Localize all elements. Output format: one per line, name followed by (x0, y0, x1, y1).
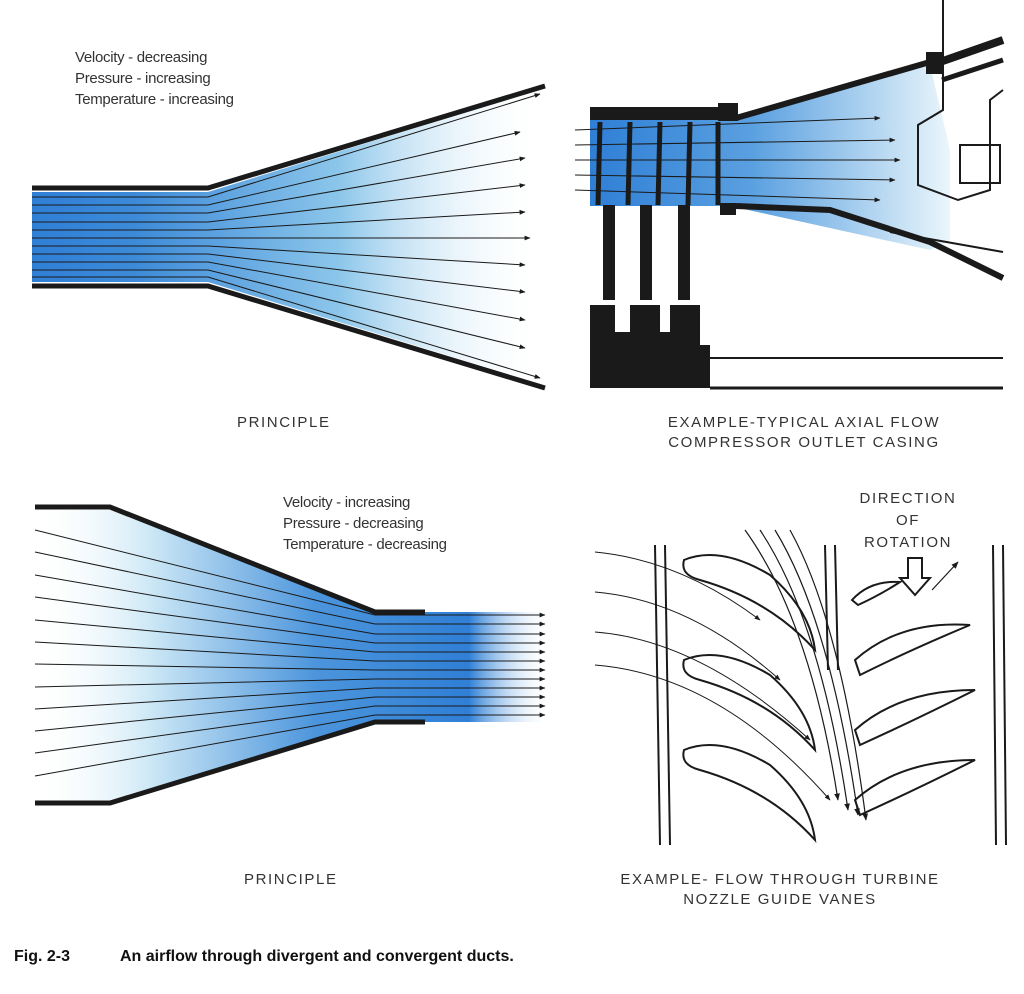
casing-end-block (926, 52, 942, 74)
turbine-caption-line-2: NOZZLE GUIDE VANES (683, 891, 877, 908)
turbine-caption-line-1: EXAMPLE- FLOW THROUGH TURBINE (620, 871, 940, 888)
rotation-label-line-2: OF (895, 512, 921, 529)
figure-caption: Fig. 2-3 An airflow through divergent and… (14, 948, 514, 966)
rotor-drum (590, 305, 710, 388)
convergent-flow-fill (35, 510, 545, 800)
inner-casing-flange (720, 203, 736, 215)
divergent-bottom-wall (32, 283, 546, 391)
divergent-top-wall (32, 83, 546, 191)
figure-title: An airflow through divergent and converg… (120, 948, 514, 965)
turbine-nozzle-guide-vanes (594, 529, 1007, 846)
convergent-velocity-label: Velocity - increasing (283, 494, 411, 511)
turbine-flow-lines (744, 529, 869, 821)
compressor-outlet-casing (574, 0, 1005, 390)
turbine-caption: EXAMPLE- FLOW THROUGH TURBINE NOZZLE GUI… (585, 870, 975, 910)
convergent-top-wall (35, 504, 425, 615)
convergent-temperature-label: Temperature - decreasing (283, 536, 447, 553)
rotor-blade-profiles (850, 580, 976, 817)
divergent-velocity-label: Velocity - decreasing (75, 49, 208, 66)
divergent-caption: PRINCIPLE (237, 414, 331, 431)
stator-vanes (595, 121, 721, 206)
divergent-temperature-label: Temperature - increasing (75, 91, 234, 108)
convergent-pressure-label: Pressure - decreasing (283, 515, 424, 532)
rotation-label: DIRECTION OF ROTATION (842, 488, 974, 554)
rotor-disc-stems (603, 205, 690, 300)
inlet-flow-arrows (594, 551, 831, 801)
compressor-caption: EXAMPLE-TYPICAL AXIAL FLOW COMPRESSOR OU… (618, 413, 990, 453)
casing-joint-flange (718, 103, 738, 121)
rotation-arrow (897, 557, 933, 597)
convergent-properties: Velocity - increasing Pressure - decreas… (283, 492, 447, 555)
guide-vane-profiles (682, 554, 817, 844)
divergent-duct (32, 83, 546, 391)
figure-number: Fig. 2-3 (14, 948, 71, 965)
convergent-duct (34, 504, 546, 806)
convergent-caption: PRINCIPLE (244, 871, 338, 888)
convergent-streamlines (34, 529, 546, 777)
divergent-pressure-label: Pressure - increasing (75, 70, 211, 87)
compressor-caption-line-1: EXAMPLE-TYPICAL AXIAL FLOW (667, 414, 941, 431)
compressor-flow-fill (590, 65, 950, 250)
convergent-bottom-wall (35, 719, 425, 806)
rotation-label-line-3: ROTATION (863, 534, 953, 551)
divergent-properties: Velocity - decreasing Pressure - increas… (75, 47, 234, 110)
compressor-caption-line-2: COMPRESSOR OUTLET CASING (668, 434, 940, 451)
rotation-label-line-1: DIRECTION (859, 490, 957, 507)
outer-casing-flange (590, 107, 720, 120)
divergent-streamlines (32, 93, 541, 379)
combustion-chamber-outline (917, 0, 1004, 202)
divergent-flow-fill (32, 88, 545, 385)
outer-casing-wall (735, 59, 931, 121)
inner-casing-wall (735, 203, 1005, 281)
